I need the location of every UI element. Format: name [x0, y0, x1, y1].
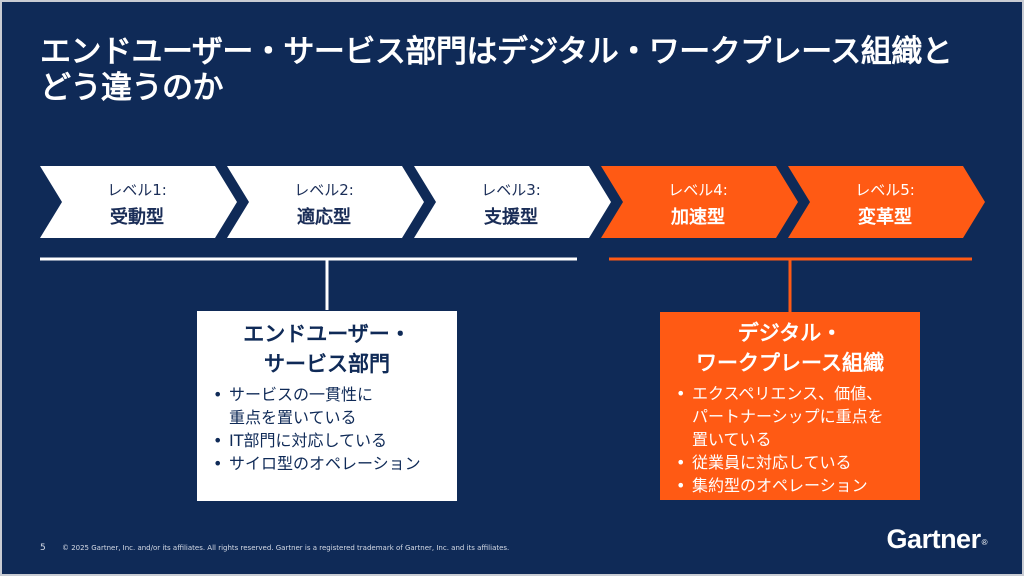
chevron-level-4	[601, 166, 798, 238]
chevron-label-2: レベル2: 適応型	[249, 179, 399, 229]
list-item: IT部門に対応している	[207, 429, 447, 452]
level-name: 適応型	[297, 207, 351, 228]
end-user-services-box: エンドユーザー・ サービス部門 サービスの一貫性に 重点を置いている IT部門に…	[197, 311, 457, 501]
list-item: 従業員に対応している	[670, 451, 910, 474]
chevron-level-3	[414, 166, 611, 238]
title-line-2: どう違うのか	[40, 70, 224, 106]
bullet-list: エクスペリエンス、価値、 パートナーシップに重点を 置いている 従業員に対応して…	[670, 382, 910, 497]
chevron-label-1: レベル1: 受動型	[62, 179, 212, 229]
bullet-text: サービスの一貫性に	[229, 385, 374, 404]
bullet-text: 集約型のオペレーション	[692, 476, 868, 495]
level-number: レベル1:	[107, 181, 167, 199]
list-item: サービスの一貫性に 重点を置いている	[207, 383, 447, 429]
level-name: 変革型	[858, 207, 912, 228]
level-number: レベル2:	[294, 181, 354, 199]
bullet-text: エクスペリエンス、価値、	[692, 384, 883, 403]
level-number: レベル3:	[481, 181, 541, 199]
logo-text: Gartner	[886, 524, 982, 554]
chevron-level-1	[40, 166, 237, 238]
level-name: 支援型	[484, 207, 538, 228]
list-item: 集約型のオペレーション	[670, 474, 910, 497]
gartner-logo: Gartner®	[886, 524, 988, 555]
level-name: 加速型	[671, 207, 725, 228]
list-item: サイロ型のオペレーション	[207, 452, 447, 475]
bullet-text: 従業員に対応している	[692, 453, 852, 472]
chevron-label-5: レベル5: 変革型	[810, 179, 960, 229]
bullet-text: パートナーシップに重点を	[692, 407, 884, 426]
bullet-text: 置いている	[692, 430, 772, 449]
box-title: エンドユーザー・ サービス部門	[207, 319, 447, 379]
box-title-line-1: デジタル・	[737, 321, 843, 345]
box-title-line-2: サービス部門	[264, 352, 390, 376]
bullet-text: 重点を置いている	[229, 408, 357, 427]
level-name: 受動型	[110, 207, 164, 228]
digital-workplace-box: デジタル・ ワークプレース組織 エクスペリエンス、価値、 パートナーシップに重点…	[660, 312, 920, 500]
page-number: 5	[40, 543, 46, 553]
chevron-label-4: レベル4: 加速型	[623, 179, 773, 229]
chevron-level-2	[227, 166, 424, 238]
box-title-line-2: ワークプレース組織	[696, 351, 884, 375]
chevron-label-3: レベル3: 支援型	[436, 179, 586, 229]
chevron-level-5	[788, 166, 985, 238]
bullet-list: サービスの一貫性に 重点を置いている IT部門に対応している サイロ型のオペレー…	[207, 383, 447, 475]
bullet-text: IT部門に対応している	[229, 431, 388, 450]
registered-mark: ®	[981, 538, 988, 547]
copyright-text: © 2025 Gartner, Inc. and/or its affiliat…	[61, 544, 510, 552]
footer: 5 © 2025 Gartner, Inc. and/or its affili…	[40, 543, 509, 553]
level-number: レベル4:	[668, 181, 728, 199]
title-line-1: エンドユーザー・サービス部門はデジタル・ワークプレース組織と	[40, 34, 953, 70]
bullet-text: サイロ型のオペレーション	[229, 454, 421, 473]
level-number: レベル5:	[855, 181, 915, 199]
box-title-line-1: エンドユーザー・	[243, 322, 411, 346]
box-title: デジタル・ ワークプレース組織	[670, 318, 910, 378]
list-item: エクスペリエンス、価値、 パートナーシップに重点を 置いている	[670, 382, 910, 451]
slide-title: エンドユーザー・サービス部門はデジタル・ワークプレース組織と どう違うのか	[40, 34, 990, 106]
